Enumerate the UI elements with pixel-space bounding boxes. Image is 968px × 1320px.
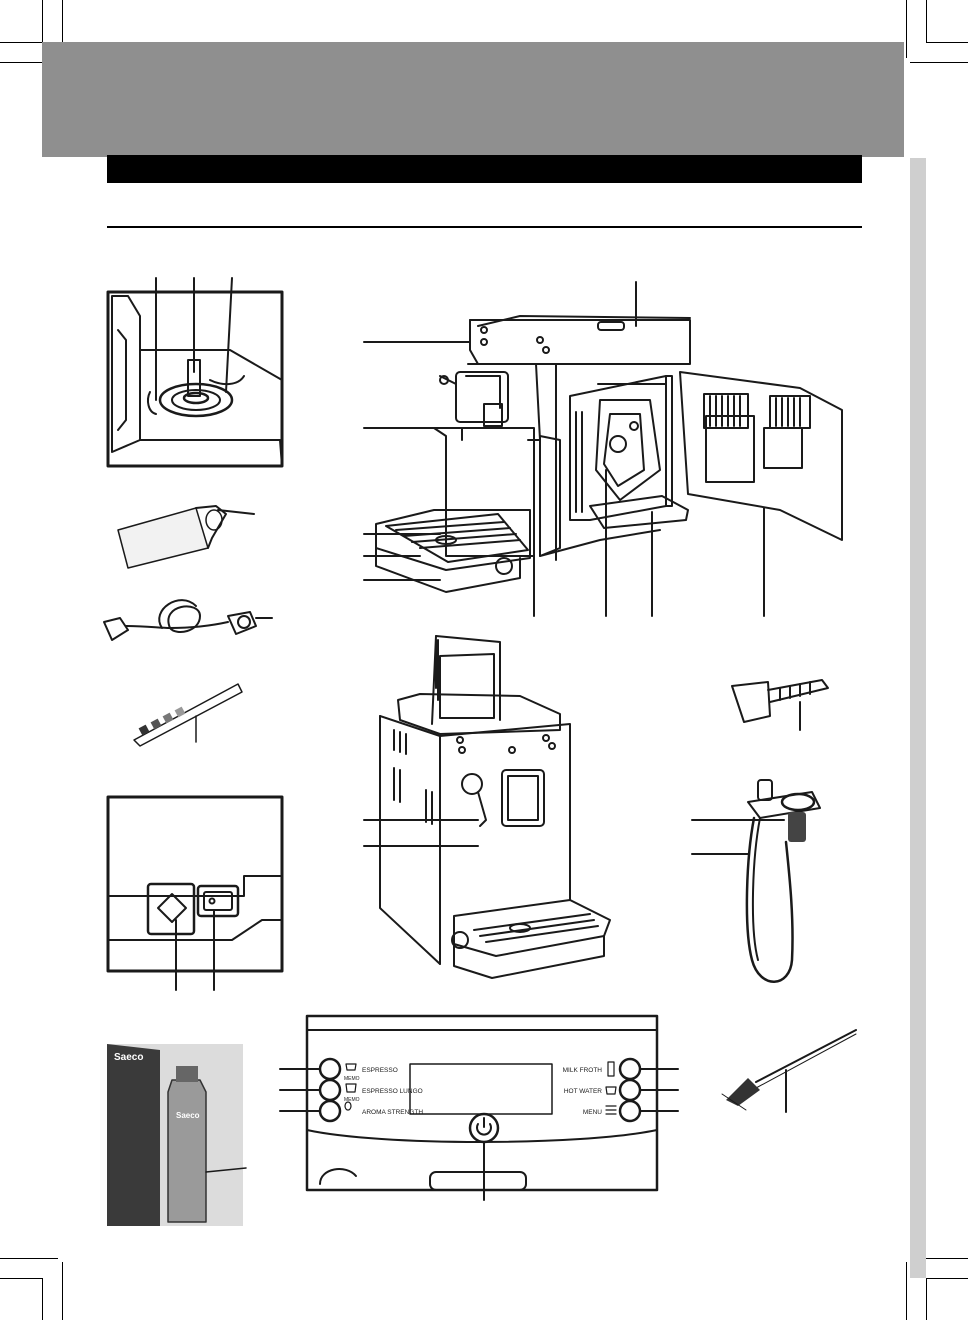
espresso-cup-icon (345, 1063, 357, 1071)
menu-label: MENU (583, 1109, 602, 1116)
lungo-cup-icon (345, 1083, 357, 1093)
crop-mark (42, 0, 43, 42)
menu-button[interactable] (605, 1099, 642, 1123)
side-thumb-tab (910, 158, 926, 1278)
control-panel-illustration: MEMO ESPRESSO MEMO ESPRESSO LUNGO AROMA … (279, 1014, 679, 1201)
crop-mark (62, 0, 63, 58)
crop-mark (0, 1258, 58, 1259)
crop-mark (42, 1278, 43, 1320)
espresso-lungo-label: ESPRESSO LUNGO (362, 1088, 423, 1095)
power-icon[interactable] (476, 1117, 492, 1136)
crop-mark (0, 42, 42, 43)
crop-mark (0, 62, 58, 63)
water-tank-detail-inset (106, 277, 284, 468)
crop-mark (926, 42, 968, 43)
main-machine-illustration (363, 281, 843, 617)
crop-mark (0, 1278, 42, 1279)
crop-mark (910, 62, 968, 63)
bottle-brand-logo: Saeco (176, 1111, 200, 1120)
menu-list-icon (605, 1105, 617, 1115)
espresso-label: ESPRESSO (362, 1067, 398, 1074)
aroma-bean-icon (344, 1101, 352, 1111)
power-switch-detail-inset (106, 795, 284, 991)
espresso-memo-label: MEMO (344, 1076, 360, 1082)
crop-mark (926, 1278, 968, 1279)
milk-froth-button[interactable] (607, 1057, 642, 1081)
crop-mark (62, 1262, 63, 1320)
aroma-strength-button[interactable] (318, 1099, 352, 1123)
hot-water-label: HOT WATER (564, 1088, 602, 1095)
crop-mark (926, 1278, 927, 1320)
milk-frother-icon (691, 779, 821, 983)
title-bar (107, 155, 862, 183)
crop-mark (906, 1262, 907, 1320)
machine-front-view-illustration (363, 635, 611, 979)
water-hardness-strip-icon (133, 683, 243, 747)
descaler-bottle-icon: Saeco Saeco (107, 1044, 247, 1226)
espresso-lungo-memo-label: MEMO (344, 1097, 360, 1103)
hot-water-button[interactable] (605, 1078, 642, 1102)
header-band (42, 42, 904, 157)
crop-mark (910, 1258, 968, 1259)
milk-froth-label: MILK FROTH (563, 1067, 603, 1074)
hot-water-cup-icon (605, 1086, 617, 1095)
power-cord-icon (103, 599, 273, 641)
aroma-strength-label: AROMA STRENGTH (362, 1109, 423, 1116)
cleaning-brush-icon (721, 1029, 857, 1113)
measuring-scoop-icon (731, 679, 829, 731)
grease-tube-icon (117, 505, 255, 569)
descaler-brand-logo: Saeco (114, 1052, 143, 1063)
section-rule (107, 226, 862, 228)
milk-froth-icon (607, 1061, 615, 1077)
crop-mark (906, 0, 907, 58)
crop-mark (926, 0, 927, 42)
